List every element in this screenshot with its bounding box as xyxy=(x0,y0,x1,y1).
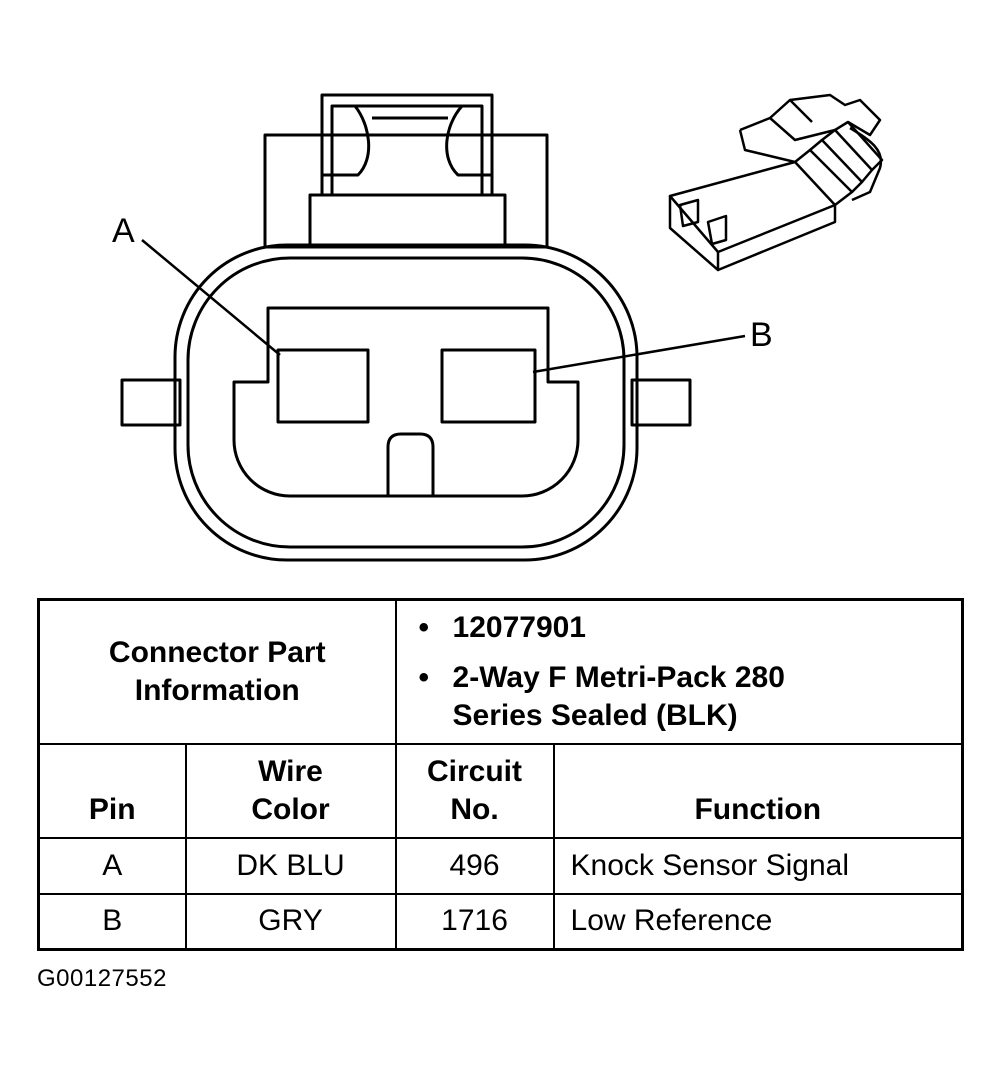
figure-id: G00127552 xyxy=(37,965,167,992)
terminal-cavity-b xyxy=(440,348,537,424)
right-side-tab xyxy=(630,378,692,427)
wire-color-cell: DK BLU xyxy=(184,836,397,895)
circuit-no-cell: 496 xyxy=(394,836,555,895)
wire-color-cell: GRY xyxy=(184,892,397,951)
function-cell: Knock Sensor Signal xyxy=(552,836,964,895)
pin-cell: B xyxy=(37,892,187,951)
part-info-label: Connector Part Information xyxy=(37,598,397,745)
header-pin: Pin xyxy=(37,742,187,839)
bullet-icon: • xyxy=(418,610,430,644)
part-info-list: • 12077901 • 2-Way F Metri-Pack 280 Seri… xyxy=(394,598,964,745)
circuit-no-cell: 1716 xyxy=(394,892,555,951)
header-wire-color: Wire Color xyxy=(184,742,397,839)
column-header-row: Pin Wire Color Circuit No. Function xyxy=(37,742,964,839)
left-side-tab xyxy=(120,378,182,427)
connector-body-inner xyxy=(186,256,626,549)
table-row: A DK BLU 496 Knock Sensor Signal xyxy=(37,836,964,895)
connector-diagram: A B xyxy=(112,93,884,562)
function-cell: Low Reference xyxy=(552,892,964,951)
bullet-icon: • xyxy=(418,660,430,694)
center-key xyxy=(386,432,435,496)
connector-description: 2-Way F Metri-Pack 280 Series Sealed (BL… xyxy=(452,660,785,732)
connector-perspective-view xyxy=(668,93,884,272)
part-number: 12077901 xyxy=(452,610,586,644)
connector-body-outer xyxy=(173,243,639,562)
header-circuit-no: Circuit No. xyxy=(394,742,555,839)
part-info-item: • 2-Way F Metri-Pack 280 Series Sealed (… xyxy=(419,659,853,735)
header-function: Function xyxy=(552,742,964,839)
connector-cavity-outline xyxy=(232,306,580,498)
pin-a-label: A xyxy=(112,212,135,250)
pin-cell: A xyxy=(37,836,187,895)
terminal-cavity-a xyxy=(276,348,370,424)
pin-b-leader xyxy=(532,334,746,374)
pin-a-leader xyxy=(141,239,281,356)
part-info-row: Connector Part Information • 12077901 • … xyxy=(37,598,964,745)
part-info-item: • 12077901 xyxy=(419,609,962,647)
pin-b-label: B xyxy=(750,316,773,354)
table-row: B GRY 1716 Low Reference xyxy=(37,892,964,951)
connector-latch xyxy=(263,93,549,249)
connector-table: Connector Part Information • 12077901 • … xyxy=(37,598,965,951)
